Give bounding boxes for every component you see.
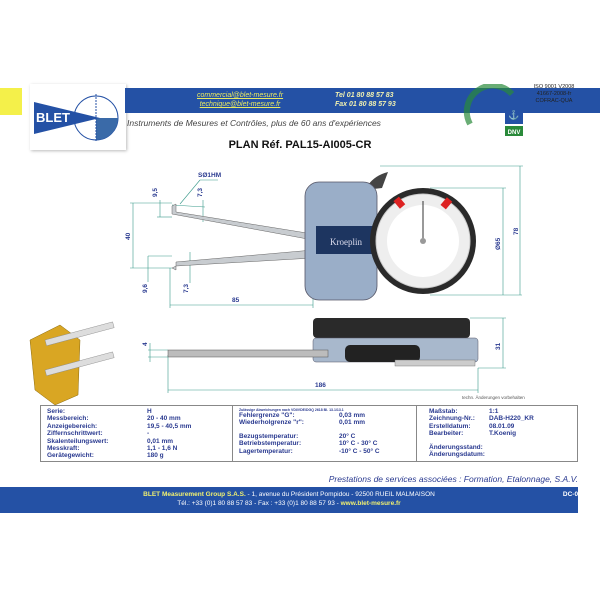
dim-4: 4 <box>142 342 149 346</box>
subtitle: Instruments de Mesures et Contrôles, plu… <box>127 118 381 128</box>
gauge-side-view <box>167 318 479 367</box>
dim-7-3-top: 7,3 <box>197 188 204 197</box>
technical-drawing: SØ1HM 9,5 7,3 40 9,6 7,3 85 Ø65 78 4 31 … <box>29 165 523 405</box>
yellow-accent <box>0 88 22 115</box>
dim-65: Ø65 <box>495 237 502 250</box>
services-line: Prestations de services associées : Form… <box>328 474 578 484</box>
header-edge <box>578 88 600 113</box>
spec-col-left: Serie:H Messbereich:20 - 40 mm Anzeigebe… <box>41 406 233 461</box>
dimension-lines <box>130 165 523 393</box>
email-commercial[interactable]: commercial@blet-mesure.fr <box>197 92 284 99</box>
header-bar: commercial@blet-mesure.fr technique@blet… <box>125 88 578 113</box>
footer-text: BLET Measurement Group S.A.S. - 1, avenu… <box>143 491 435 507</box>
blet-logo: BLET <box>30 84 126 150</box>
website-link[interactable]: www.blet-mesure.fr <box>340 499 401 507</box>
dim-7-3-bottom: 7,3 <box>183 284 190 293</box>
dim-tip: SØ1HM <box>198 172 221 179</box>
dim-9-6: 9,6 <box>142 284 149 293</box>
dim-85: 85 <box>232 297 240 304</box>
iso-certification-icon: ⚓ DNV <box>463 84 523 136</box>
gauge-front-view: Kroeplin <box>171 172 476 301</box>
spec-col-right: Maßstab:1:1 Zeichnung-Nr.:DAB-H220_KR Er… <box>429 408 534 459</box>
fax: Fax 01 80 88 57 93 <box>335 101 396 108</box>
changes-note: techn. Änderungen vorbehalten <box>462 395 525 400</box>
email-technique[interactable]: technique@blet-mesure.fr <box>199 101 281 108</box>
tel: Tel 01 80 88 57 83 <box>335 92 394 99</box>
dim-40: 40 <box>125 232 132 240</box>
svg-text:BLET: BLET <box>36 110 70 125</box>
page-title: PLAN Réf. PAL15-AI005-CR <box>228 139 372 151</box>
spec-col-mid: Zulässige Abweichungen nach VDI/VDE/DGQ … <box>233 406 417 461</box>
brand-label: Kroeplin <box>330 237 362 247</box>
dim-78: 78 <box>513 227 520 235</box>
dim-9-5: 9,5 <box>152 188 159 197</box>
footer-bar <box>0 487 578 513</box>
blet-logo-icon: BLET <box>34 94 119 142</box>
dim-31: 31 <box>495 342 502 350</box>
spec-table: Serie:H Messbereich:20 - 40 mm Anzeigebe… <box>40 405 578 462</box>
dim-186: 186 <box>315 382 326 389</box>
svg-text:⚓: ⚓ <box>508 109 519 120</box>
svg-text:DNV: DNV <box>508 130 521 136</box>
jaw-tip-3d-icon <box>29 321 115 405</box>
